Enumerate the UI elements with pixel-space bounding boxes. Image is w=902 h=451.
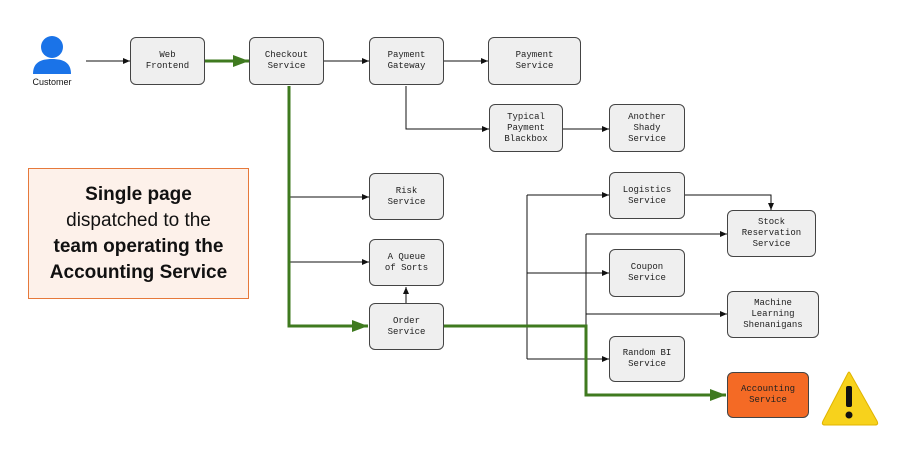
callout-line-2: dispatched to the bbox=[66, 209, 211, 231]
risk-service-node[interactable]: Risk Service bbox=[369, 173, 444, 220]
person-icon bbox=[33, 36, 71, 74]
queue-of-sorts-node[interactable]: A Queue of Sorts bbox=[369, 239, 444, 286]
stock-reservation-service-node[interactable]: Stock Reservation Service bbox=[727, 210, 816, 257]
coupon-service-node[interactable]: Coupon Service bbox=[609, 249, 685, 297]
another-shady-service-node[interactable]: Another Shady Service bbox=[609, 104, 685, 152]
payment-gateway-node[interactable]: Payment Gateway bbox=[369, 37, 444, 85]
checkout-service-node[interactable]: Checkout Service bbox=[249, 37, 324, 85]
callout-box: Single page dispatched to the team opera… bbox=[28, 168, 249, 299]
payment-service-node[interactable]: Payment Service bbox=[488, 37, 581, 85]
warning-icon bbox=[821, 371, 879, 426]
accounting-service-node[interactable]: Accounting Service bbox=[727, 372, 809, 418]
edge-logistics-stock bbox=[685, 194, 774, 210]
machine-learning-shenanigans-node[interactable]: Machine Learning Shenanigans bbox=[727, 291, 819, 338]
callout-line-4: Accounting Service bbox=[49, 261, 228, 283]
web-frontend-node[interactable]: Web Frontend bbox=[130, 37, 205, 85]
callout-line-1: Single page bbox=[85, 183, 192, 205]
logistics-service-node[interactable]: Logistics Service bbox=[609, 172, 685, 219]
customer-label: Customer bbox=[32, 77, 72, 87]
edge-gateway-blackbox bbox=[405, 86, 489, 132]
order-service-node[interactable]: Order Service bbox=[369, 303, 444, 350]
callout-line-3: team operating the bbox=[53, 235, 224, 257]
highlighted-path bbox=[205, 55, 726, 401]
connector-lines bbox=[86, 58, 774, 362]
random-bi-service-node[interactable]: Random BI Service bbox=[609, 336, 685, 382]
green-edge-checkout-order bbox=[287, 86, 368, 332]
typical-payment-blackbox-node[interactable]: Typical Payment Blackbox bbox=[489, 104, 563, 152]
green-edge-order-accounting bbox=[444, 324, 726, 401]
